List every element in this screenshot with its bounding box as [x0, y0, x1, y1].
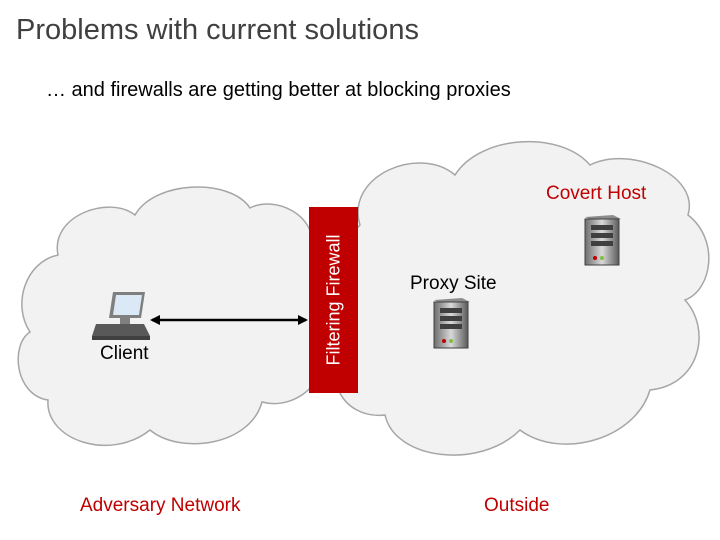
slide-subtitle: … and firewalls are getting better at bl… — [46, 79, 511, 101]
filtering-firewall: Filtering Firewall — [309, 207, 358, 393]
adversary-network-label: Adversary Network — [80, 495, 241, 516]
outside-cloud — [331, 140, 710, 456]
firewall-label: Filtering Firewall — [323, 234, 343, 366]
proxy-site-label: Proxy Site — [410, 273, 497, 294]
server-icon — [584, 215, 621, 266]
adversary-cloud — [17, 186, 338, 446]
client-label: Client — [100, 343, 149, 364]
computer-icon — [92, 292, 150, 340]
server-icon — [433, 298, 470, 349]
slide-title: Problems with current solutions — [16, 14, 419, 46]
outside-label: Outside — [484, 495, 550, 516]
covert-host-label: Covert Host — [546, 183, 647, 204]
